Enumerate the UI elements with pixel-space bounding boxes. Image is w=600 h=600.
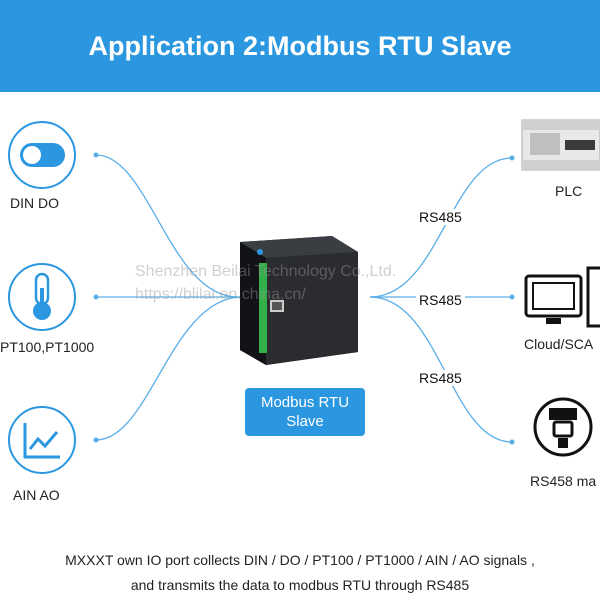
- serial-port-icon: [533, 397, 593, 457]
- footer-line2: and transmits the data to modbus RTU thr…: [130, 577, 470, 593]
- input-dots: [93, 152, 99, 443]
- connection-ain-ao: [95, 296, 241, 441]
- plc-icon: [521, 119, 600, 171]
- page-title: Application 2:Modbus RTU Slave: [88, 30, 512, 61]
- link-label-plc: RS485: [416, 209, 465, 225]
- input-label-ain-ao: AIN AO: [13, 487, 60, 503]
- output-label-rs458: RS458 ma: [530, 473, 597, 489]
- toggle-icon: [8, 121, 76, 189]
- link-label-rs458: RS485: [416, 370, 465, 386]
- output-label-plc: PLC: [555, 183, 583, 199]
- output-label-cloud: Cloud/SCA: [524, 336, 594, 352]
- connection-plc: [369, 157, 513, 298]
- footer-line1: MXXXT own IO port collects DIN / DO / PT…: [65, 552, 535, 568]
- connection-din-do: [95, 154, 241, 298]
- title-banner: Application 2:Modbus RTU Slave: [0, 0, 600, 92]
- input-connections: [95, 154, 241, 441]
- watermark-url: https://blilai.en.china.cn/: [135, 286, 306, 303]
- input-label-pt100: PT100,PT1000: [0, 339, 95, 355]
- connection-rs458: [369, 296, 513, 443]
- slave-label-line2: Slave: [286, 413, 324, 430]
- output-dots: [509, 155, 515, 445]
- mxxxt-device-image: [240, 236, 358, 365]
- slave-label-line1: Modbus RTU: [260, 394, 350, 411]
- watermark-company: Shenzhen Beilai Technology Co.,Ltd.: [135, 263, 397, 280]
- computer-icon: [524, 266, 600, 328]
- analog-chart-icon: [8, 406, 76, 474]
- thermometer-icon: [8, 263, 76, 331]
- modbus-rtu-slave-label: Modbus RTU Slave: [245, 388, 365, 436]
- input-label-din-do: DIN DO: [10, 195, 59, 211]
- link-label-cloud: RS485: [416, 292, 465, 308]
